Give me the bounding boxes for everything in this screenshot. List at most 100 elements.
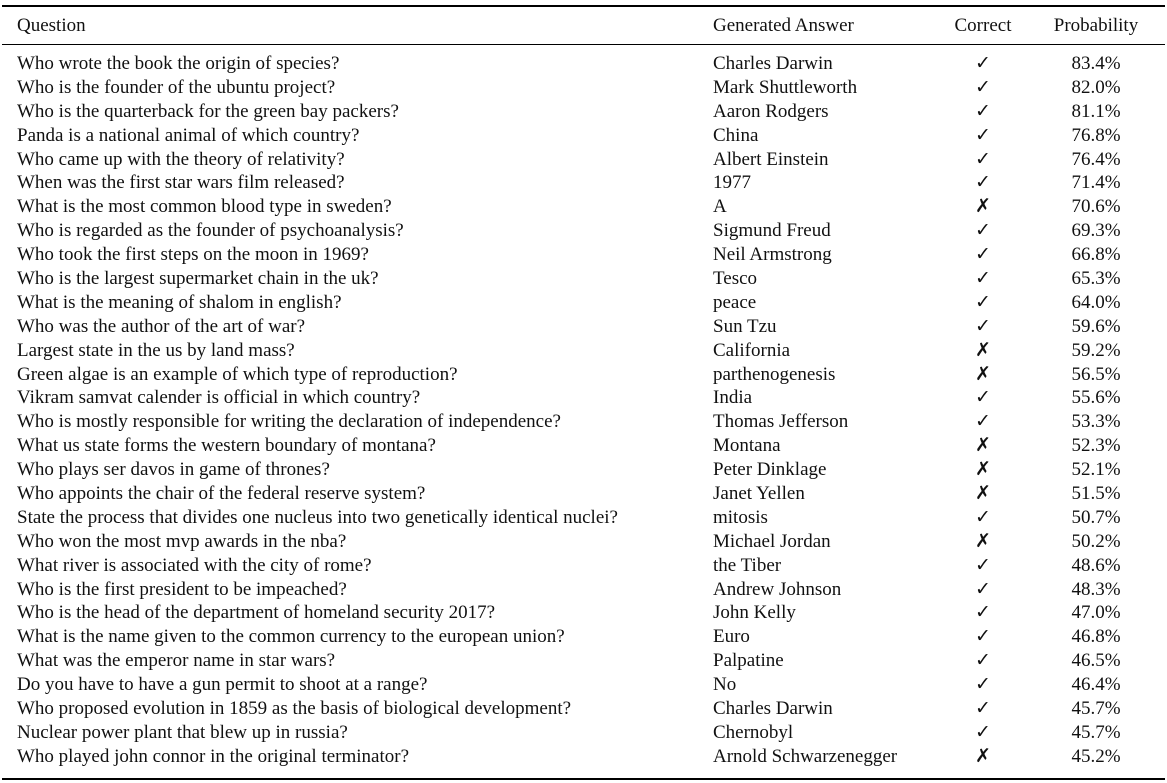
table-row: Who proposed evolution in 1859 as the ba… <box>0 697 1167 721</box>
table-row: What is the most common blood type in sw… <box>0 195 1167 219</box>
question-cell: What river is associated with the city o… <box>17 554 372 576</box>
cross-mark-icon: ✗ <box>975 338 991 361</box>
probability-cell: 47.0% <box>1071 602 1121 624</box>
answer-cell: Chernobyl <box>713 721 794 743</box>
probability-cell: 45.7% <box>1071 721 1121 743</box>
question-cell: Who proposed evolution in 1859 as the ba… <box>17 698 572 720</box>
answer-cell: Janet Yellen <box>713 483 805 505</box>
question-cell: Who took the first steps on the moon in … <box>17 244 369 266</box>
table-row: Who came up with the theory of relativit… <box>0 148 1167 172</box>
header-question: Question <box>17 15 86 36</box>
table-body: Who wrote the book the origin of species… <box>0 52 1167 769</box>
answer-cell: A <box>713 196 727 218</box>
table-row: Green algae is an example of which type … <box>0 363 1167 387</box>
cross-mark-icon: ✗ <box>975 744 991 767</box>
probability-cell: 82.0% <box>1071 76 1121 98</box>
probability-cell: 50.7% <box>1071 506 1121 528</box>
probability-cell: 70.6% <box>1071 196 1121 218</box>
table-row: Who is the head of the department of hom… <box>0 601 1167 625</box>
check-mark-icon: ✓ <box>975 290 991 313</box>
check-mark-icon: ✓ <box>975 673 991 696</box>
answer-cell: Peter Dinklage <box>713 459 827 481</box>
question-cell: Who is mostly responsible for writing th… <box>17 411 561 433</box>
table-row: Who took the first steps on the moon in … <box>0 243 1167 267</box>
table-row: What us state forms the western boundary… <box>0 434 1167 458</box>
question-cell: When was the first star wars film releas… <box>17 172 345 194</box>
probability-cell: 52.1% <box>1071 459 1121 481</box>
answer-cell: Andrew Johnson <box>713 578 842 600</box>
table-row: Nuclear power plant that blew up in russ… <box>0 721 1167 745</box>
table-top-rule <box>2 5 1165 7</box>
answer-cell: China <box>713 124 759 146</box>
question-cell: What was the emperor name in star wars? <box>17 650 336 672</box>
table-row: Who is the first president to be impeach… <box>0 578 1167 602</box>
probability-cell: 76.4% <box>1071 148 1121 170</box>
answer-cell: 1977 <box>713 172 751 194</box>
table-row: Who played john connor in the original t… <box>0 745 1167 769</box>
answer-cell: parthenogenesis <box>713 363 836 385</box>
table-row: Who is the founder of the ubuntu project… <box>0 76 1167 100</box>
question-cell: What is the name given to the common cur… <box>17 626 565 648</box>
check-mark-icon: ✓ <box>975 625 991 648</box>
answer-cell: Aaron Rodgers <box>713 100 829 122</box>
table-row: What river is associated with the city o… <box>0 554 1167 578</box>
check-mark-icon: ✓ <box>975 697 991 720</box>
table-row: Who won the most mvp awards in the nba?M… <box>0 530 1167 554</box>
question-cell: Who played john connor in the original t… <box>17 745 410 767</box>
question-cell: State the process that divides one nucle… <box>17 506 618 528</box>
check-mark-icon: ✓ <box>975 75 991 98</box>
check-mark-icon: ✓ <box>975 649 991 672</box>
probability-cell: 46.5% <box>1071 650 1121 672</box>
check-mark-icon: ✓ <box>975 99 991 122</box>
question-cell: Nuclear power plant that blew up in russ… <box>17 721 348 743</box>
probability-cell: 69.3% <box>1071 220 1121 242</box>
probability-cell: 48.3% <box>1071 578 1121 600</box>
table-row: What is the name given to the common cur… <box>0 625 1167 649</box>
answer-cell: Albert Einstein <box>713 148 829 170</box>
question-cell: Who plays ser davos in game of thrones? <box>17 459 330 481</box>
answer-cell: India <box>713 387 753 409</box>
question-cell: Largest state in the us by land mass? <box>17 339 295 361</box>
probability-cell: 45.2% <box>1071 745 1121 767</box>
table-row: What was the emperor name in star wars? P… <box>0 649 1167 673</box>
question-cell: Who came up with the theory of relativit… <box>17 148 345 170</box>
check-mark-icon: ✓ <box>975 123 991 146</box>
check-mark-icon: ✓ <box>975 219 991 242</box>
probability-cell: 46.8% <box>1071 626 1121 648</box>
answer-cell: Palpatine <box>713 650 784 672</box>
probability-cell: 83.4% <box>1071 53 1121 74</box>
probability-cell: 59.2% <box>1071 339 1121 361</box>
header-correct: Correct <box>954 15 1012 36</box>
probability-cell: 66.8% <box>1071 244 1121 266</box>
question-cell: What is the meaning of shalom in english… <box>17 291 342 313</box>
probability-cell: 59.6% <box>1071 315 1121 337</box>
table-row: Who appoints the chair of the federal re… <box>0 482 1167 506</box>
check-mark-icon: ✓ <box>975 577 991 600</box>
question-cell: What us state forms the western boundary… <box>17 435 436 457</box>
answer-cell: Charles Darwin <box>713 53 833 74</box>
check-mark-icon: ✓ <box>975 601 991 624</box>
probability-cell: 71.4% <box>1071 172 1121 194</box>
table-row: Who was the author of the art of war?Sun… <box>0 315 1167 339</box>
check-mark-icon: ✓ <box>975 52 991 74</box>
check-mark-icon: ✓ <box>975 171 991 194</box>
question-cell: Who was the author of the art of war? <box>17 315 306 337</box>
answer-cell: No <box>713 674 737 696</box>
question-cell: Who won the most mvp awards in the nba? <box>17 530 347 552</box>
cross-mark-icon: ✗ <box>975 195 991 218</box>
answer-cell: Mark Shuttleworth <box>713 76 858 98</box>
question-cell: Who is the quarterback for the green bay… <box>17 100 399 122</box>
probability-cell: 76.8% <box>1071 124 1121 146</box>
question-cell: Who is the head of the department of hom… <box>17 602 496 624</box>
table-row: Who is the quarterback for the green bay… <box>0 100 1167 124</box>
answer-cell: peace <box>713 291 757 313</box>
answer-cell: Arnold Schwarzenegger <box>713 745 898 767</box>
probability-cell: 53.3% <box>1071 411 1121 433</box>
probability-cell: 81.1% <box>1071 100 1121 122</box>
answer-cell: Charles Darwin <box>713 698 833 720</box>
table-row: Who is regarded as the founder of psycho… <box>0 219 1167 243</box>
check-mark-icon: ✓ <box>975 314 991 337</box>
check-mark-icon: ✓ <box>975 243 991 266</box>
cross-mark-icon: ✗ <box>975 362 991 385</box>
question-cell: Panda is a national animal of which coun… <box>17 124 360 146</box>
